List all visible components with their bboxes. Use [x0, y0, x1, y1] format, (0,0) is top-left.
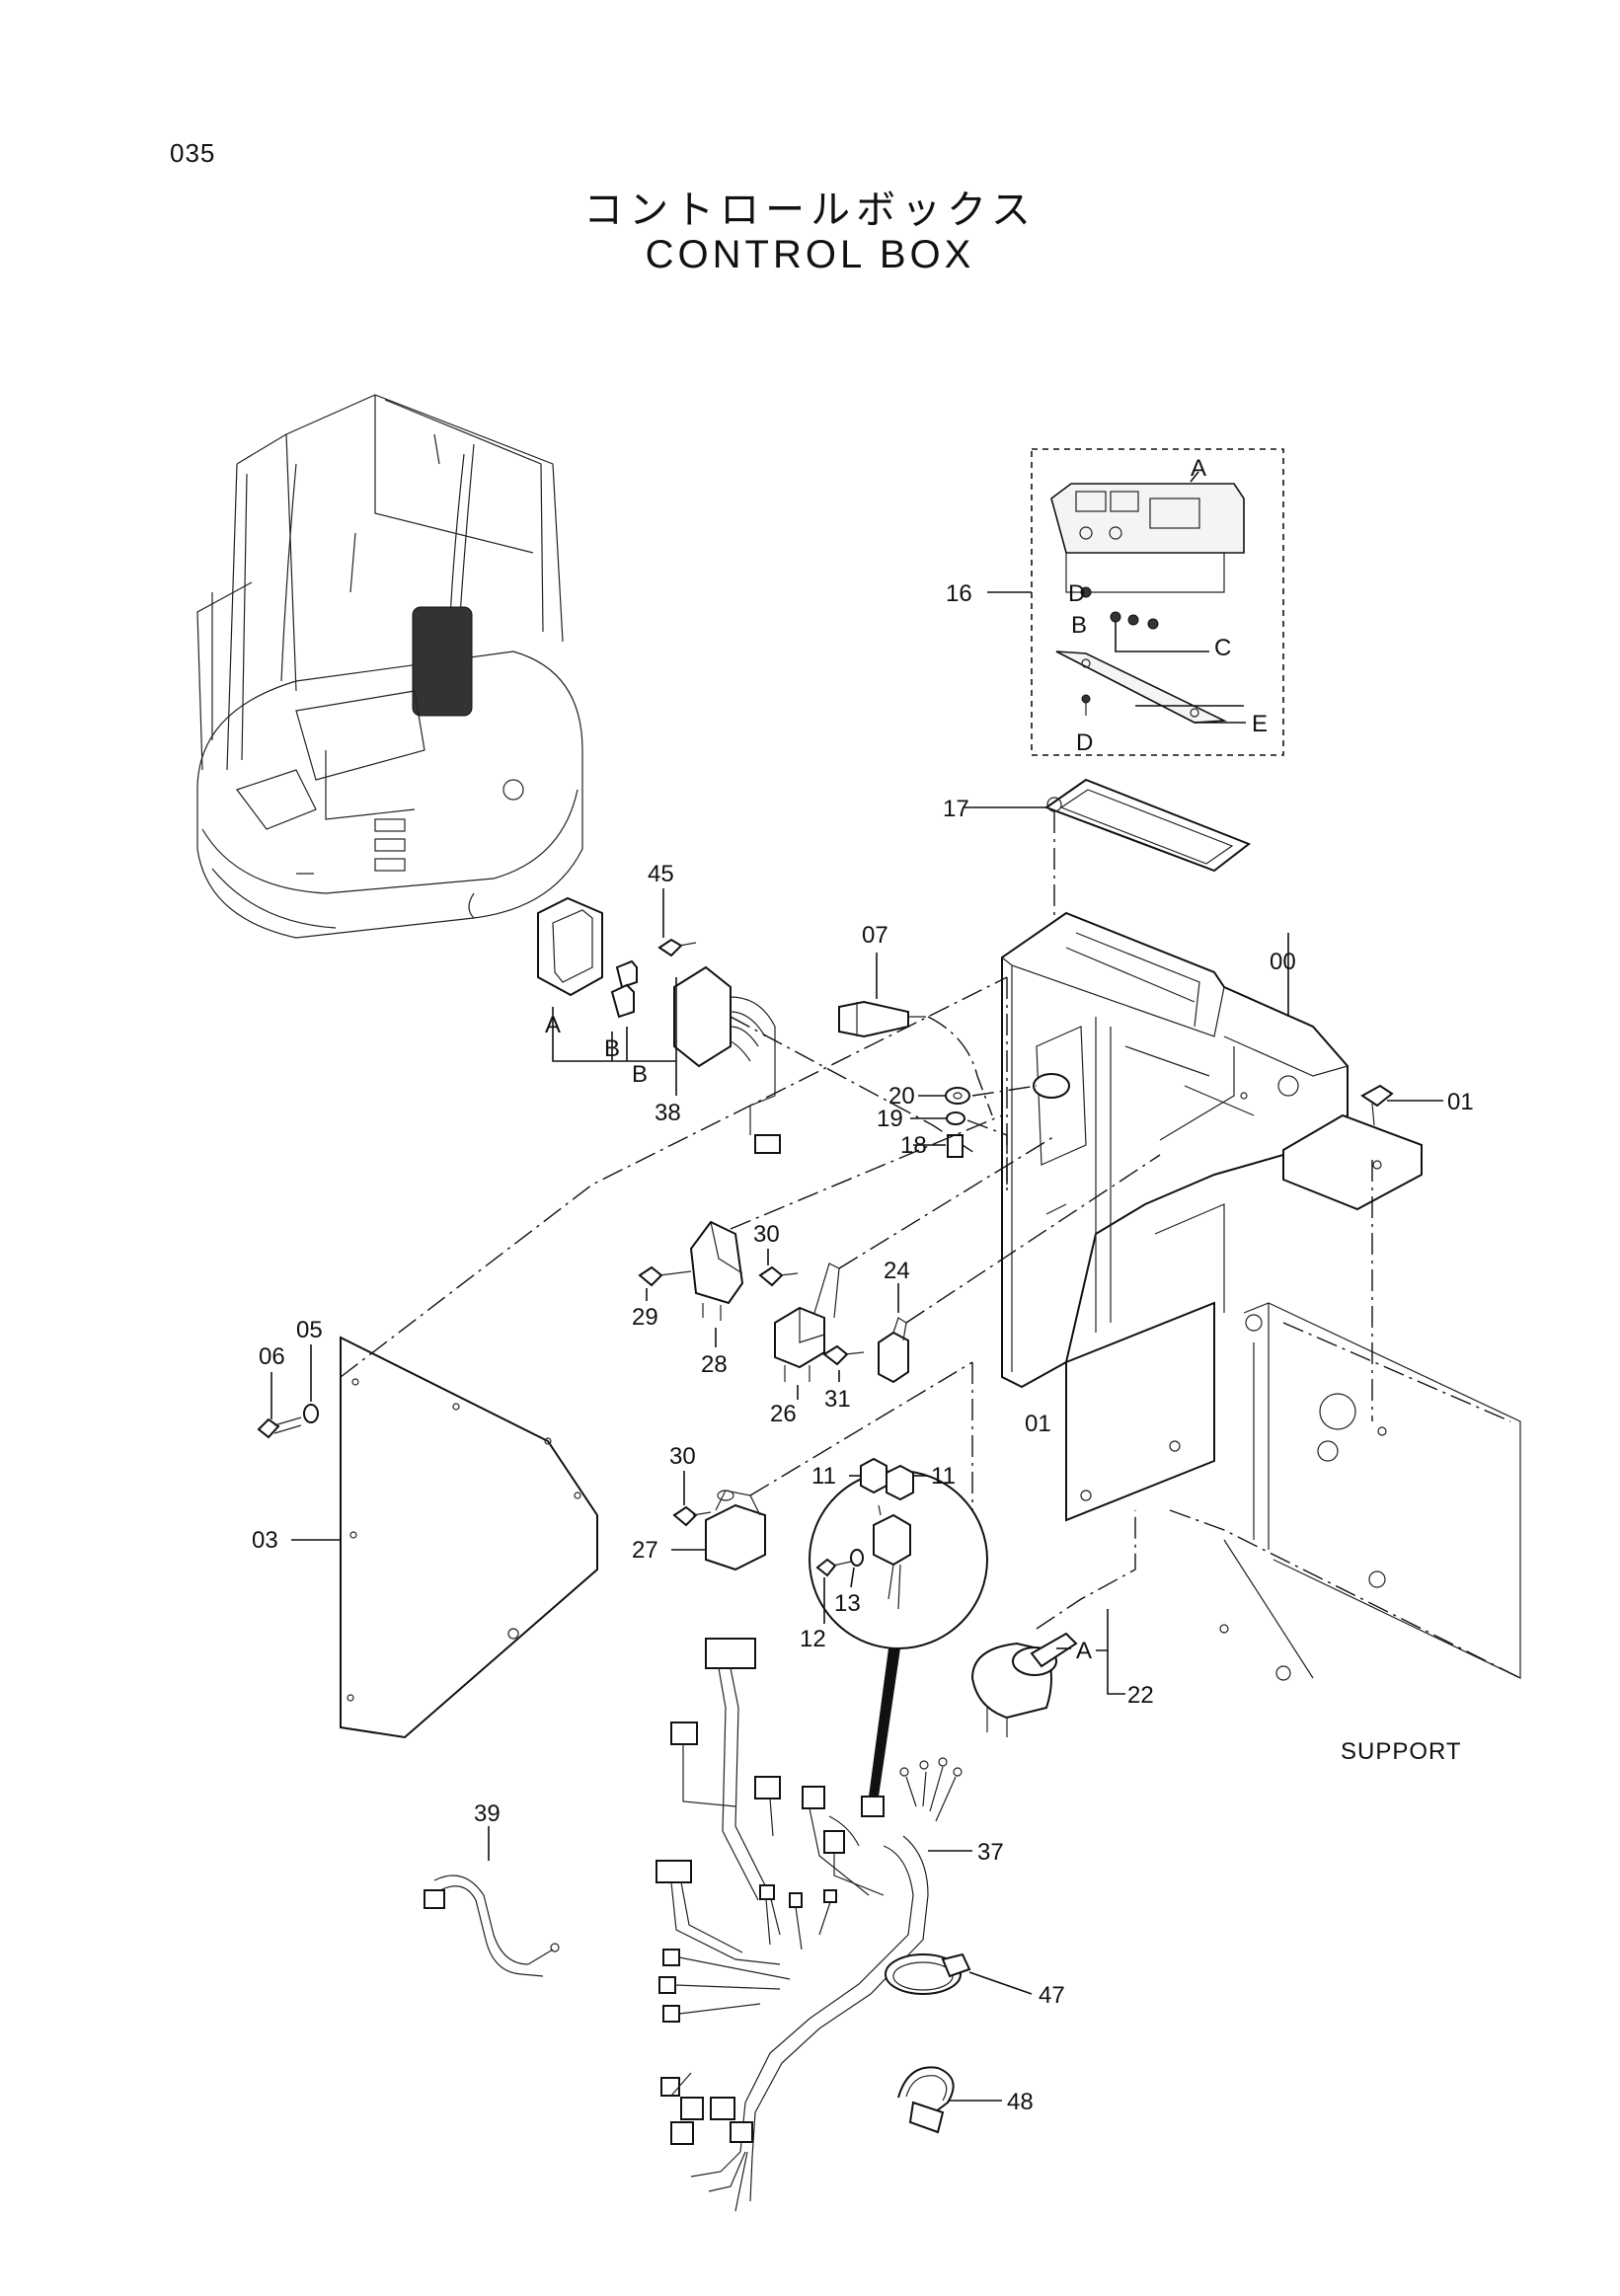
key-switch-label-a: A — [1076, 1638, 1092, 1664]
callout-39: 39 — [474, 1800, 501, 1827]
callout-38: 38 — [655, 1100, 681, 1126]
callout-24: 24 — [884, 1258, 910, 1284]
relay-26-drawing — [758, 1134, 1057, 1400]
page-number: 035 — [170, 138, 216, 168]
relay-27-drawing — [671, 1361, 973, 1579]
callout-20: 20 — [888, 1083, 915, 1110]
callout-28: 28 — [701, 1351, 728, 1378]
callout-13: 13 — [834, 1590, 861, 1617]
callout-30-bottom: 30 — [669, 1443, 696, 1470]
support-label: SUPPORT — [1341, 1738, 1462, 1765]
callout-45: 45 — [648, 861, 674, 887]
callout-18: 18 — [900, 1132, 927, 1159]
clamp-48-drawing — [897, 2066, 1002, 2134]
callout-31: 31 — [824, 1386, 851, 1413]
monitor-label-b: B — [1071, 612, 1087, 639]
callout-07: 07 — [862, 922, 888, 949]
callout-01-bottom: 01 — [1025, 1411, 1051, 1437]
callout-37: 37 — [977, 1839, 1004, 1866]
bolt-01-drawing — [1360, 1084, 1443, 1126]
callout-16: 16 — [946, 580, 972, 607]
key-switch-22-drawing — [970, 1510, 1136, 1737]
monitor-label-a: A — [1191, 455, 1206, 482]
detail-circle-drawing — [809, 1457, 988, 1797]
monitor-label-d-top: D — [1068, 580, 1085, 607]
monitor-label-c: C — [1214, 635, 1231, 661]
monitor-label-e: E — [1252, 711, 1268, 737]
title-japanese: コントロールボックス — [583, 188, 1037, 233]
callout-05: 05 — [296, 1317, 323, 1343]
callout-17: 17 — [943, 796, 969, 822]
callout-47: 47 — [1039, 1982, 1065, 2009]
callout-19: 19 — [877, 1106, 903, 1132]
control-box-frame-drawing — [1001, 911, 1423, 1522]
callout-00: 00 — [1270, 949, 1296, 975]
wire-harness-37-drawing — [656, 1638, 972, 2212]
excavator-overview-drawing — [196, 394, 583, 939]
clamp-47-drawing — [885, 1952, 1033, 1995]
callout-27: 27 — [632, 1537, 658, 1564]
gasket-drawing — [963, 778, 1252, 967]
callout-12: 12 — [800, 1626, 826, 1652]
wire-harness-39-drawing — [424, 1826, 560, 1977]
callout-29: 29 — [632, 1304, 658, 1331]
callout-03: 03 — [252, 1527, 278, 1554]
connector-label-b-right: B — [632, 1061, 648, 1088]
relay-28-drawing — [638, 1114, 1003, 1347]
support-drawing — [1169, 1160, 1521, 1681]
monitor-panel-group — [987, 448, 1284, 756]
monitor-label-d-bottom: D — [1076, 729, 1093, 756]
connector-label-b-left: B — [604, 1035, 620, 1062]
side-cover-drawing — [291, 976, 1008, 1739]
callout-22: 22 — [1127, 1682, 1154, 1709]
parts-18-20-drawing — [910, 1073, 1070, 1185]
part-24-drawing — [878, 1154, 1161, 1384]
callout-11-right: 11 — [931, 1463, 956, 1490]
callout-11-left: 11 — [811, 1463, 836, 1490]
callout-01-top: 01 — [1447, 1089, 1474, 1115]
callout-26: 26 — [770, 1401, 797, 1427]
connector-label-a: A — [545, 1012, 561, 1038]
callout-06: 06 — [259, 1343, 285, 1370]
title-english: CONTROL BOX — [645, 233, 975, 276]
bolt-washer-drawing — [257, 1344, 319, 1439]
switch-07-drawing — [838, 953, 993, 1116]
callout-48: 48 — [1007, 2089, 1034, 2115]
connector-38-drawing — [537, 888, 978, 1156]
callout-30-top: 30 — [753, 1221, 780, 1248]
